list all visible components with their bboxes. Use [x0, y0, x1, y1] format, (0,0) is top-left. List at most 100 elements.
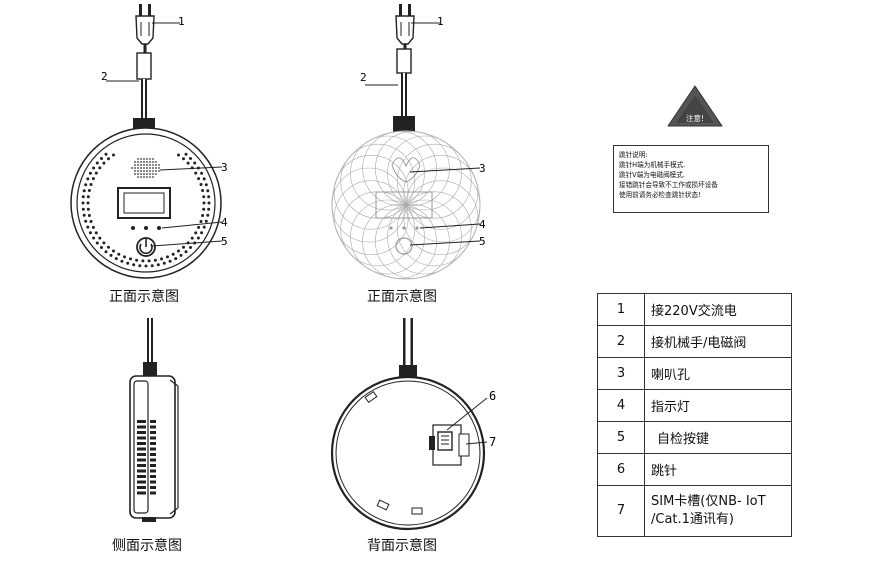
vent-hole: [102, 241, 106, 245]
vent-hole: [81, 195, 85, 199]
speaker-hole: [143, 158, 145, 160]
legend-num: 2: [597, 325, 645, 358]
legend-row: 1 接220V交流电: [597, 293, 792, 326]
vent-hole: [129, 257, 132, 261]
legend-label: 跳针: [644, 453, 792, 486]
speaker-hole: [146, 167, 148, 169]
side-slot: [137, 469, 146, 473]
vent-hole: [91, 225, 95, 229]
side-slot: [137, 491, 146, 495]
callout-4: 4: [479, 218, 486, 231]
rosette-arc: [387, 135, 462, 211]
speaker-hole: [134, 164, 136, 166]
vent-hole: [168, 259, 172, 263]
vent-hole: [91, 177, 95, 181]
vent-hole: [87, 214, 91, 217]
callout-6: 6: [489, 389, 496, 403]
vent-hole: [153, 258, 157, 262]
vent-hole: [117, 252, 121, 256]
speaker-hole: [149, 176, 151, 178]
legend-table: 1 接220V交流电 2 接机械手/电磁阀 3 喇叭孔 4 指示灯 5 自检按键…: [597, 293, 792, 537]
speaker-hole: [146, 173, 148, 175]
vent-hole: [95, 161, 99, 165]
vent-hole: [107, 157, 110, 161]
vent-hole: [207, 195, 211, 199]
vent-hole: [102, 161, 106, 165]
speaker-hole: [155, 164, 157, 166]
note-line: 跳针H端为机械手模式.: [619, 161, 686, 169]
side-slot: [150, 442, 156, 445]
speaker-hole: [140, 164, 142, 166]
vent-hole: [179, 253, 183, 257]
vent-hole: [104, 250, 108, 254]
legend-label: 接机械手/电磁阀: [644, 325, 792, 358]
legend-num: 7: [597, 485, 645, 537]
caption-front-2: 正面示意图: [367, 289, 437, 305]
side-slot: [137, 458, 146, 462]
rosette-arc: [362, 131, 437, 206]
callout-1: 1: [178, 15, 185, 28]
side-slot: [150, 436, 156, 440]
vent-hole: [89, 183, 93, 186]
speaker-hole: [155, 173, 157, 175]
note-line: 使用前请务必检查跳针状态!: [619, 191, 701, 199]
vent-hole: [184, 152, 188, 156]
vent-hole: [144, 264, 148, 268]
vent-hole: [86, 195, 90, 199]
vent-hole: [194, 171, 198, 175]
speaker-hole: [149, 170, 151, 172]
vent-hole: [177, 153, 180, 157]
vent-hole: [200, 231, 204, 235]
side-slot: [150, 425, 156, 429]
speaker-hole: [134, 173, 136, 175]
speaker-hole: [137, 158, 139, 160]
callout-4: 4: [221, 216, 228, 229]
vent-hole: [94, 171, 98, 175]
side-slot: [150, 486, 156, 489]
legend-num: 1: [597, 293, 645, 326]
speaker-hole: [143, 161, 145, 163]
callout-2: 2: [101, 70, 108, 83]
vent-hole: [207, 201, 211, 205]
caption-back: 背面示意图: [367, 538, 437, 554]
rosette-arc: [396, 143, 472, 219]
legend-row: 6 跳针: [597, 453, 792, 486]
vent-hole: [171, 252, 175, 256]
vent-hole: [89, 220, 93, 223]
vent-hole: [206, 213, 210, 217]
vent-hole: [194, 231, 198, 235]
vent-hole: [182, 157, 185, 161]
callout-1: 1: [437, 15, 444, 28]
jumper-note: 跳针说明: 跳针H端为机械手模式. 跳针V端为电磁阀模式. 接错跳针会导致不工作…: [613, 145, 769, 213]
vent-hole: [95, 241, 99, 245]
speaker-hole: [143, 164, 145, 166]
speaker-hole: [155, 170, 157, 172]
side-slot: [137, 436, 146, 440]
legend-label-line-2: /Cat.1通讯有): [651, 512, 734, 527]
vent-hole: [184, 250, 188, 254]
callout-3: 3: [479, 162, 486, 175]
speaker-hole: [140, 161, 142, 163]
back-view: [330, 318, 488, 531]
vent-hole: [123, 255, 126, 259]
vent-hole: [204, 183, 208, 187]
warning-badge-label: 注意!: [686, 113, 704, 123]
side-slot: [150, 453, 156, 456]
vent-hole: [86, 225, 90, 229]
speaker-hole: [137, 176, 139, 178]
speaker-hole: [158, 167, 160, 169]
speaker-hole: [137, 173, 139, 175]
side-slot: [150, 458, 156, 462]
speaker-hole: [137, 161, 139, 163]
legend-label: 接220V交流电: [644, 293, 792, 326]
caption-front-1: 正面示意图: [109, 289, 179, 305]
vent-hole: [160, 257, 163, 261]
legend-num: 4: [597, 389, 645, 422]
vent-hole: [197, 225, 201, 229]
side-slot: [150, 464, 156, 467]
vent-hole: [87, 189, 91, 192]
callout-2: 2: [360, 71, 367, 84]
speaker-hole: [143, 170, 145, 172]
vent-hole: [202, 207, 206, 211]
vent-hole: [82, 213, 86, 217]
